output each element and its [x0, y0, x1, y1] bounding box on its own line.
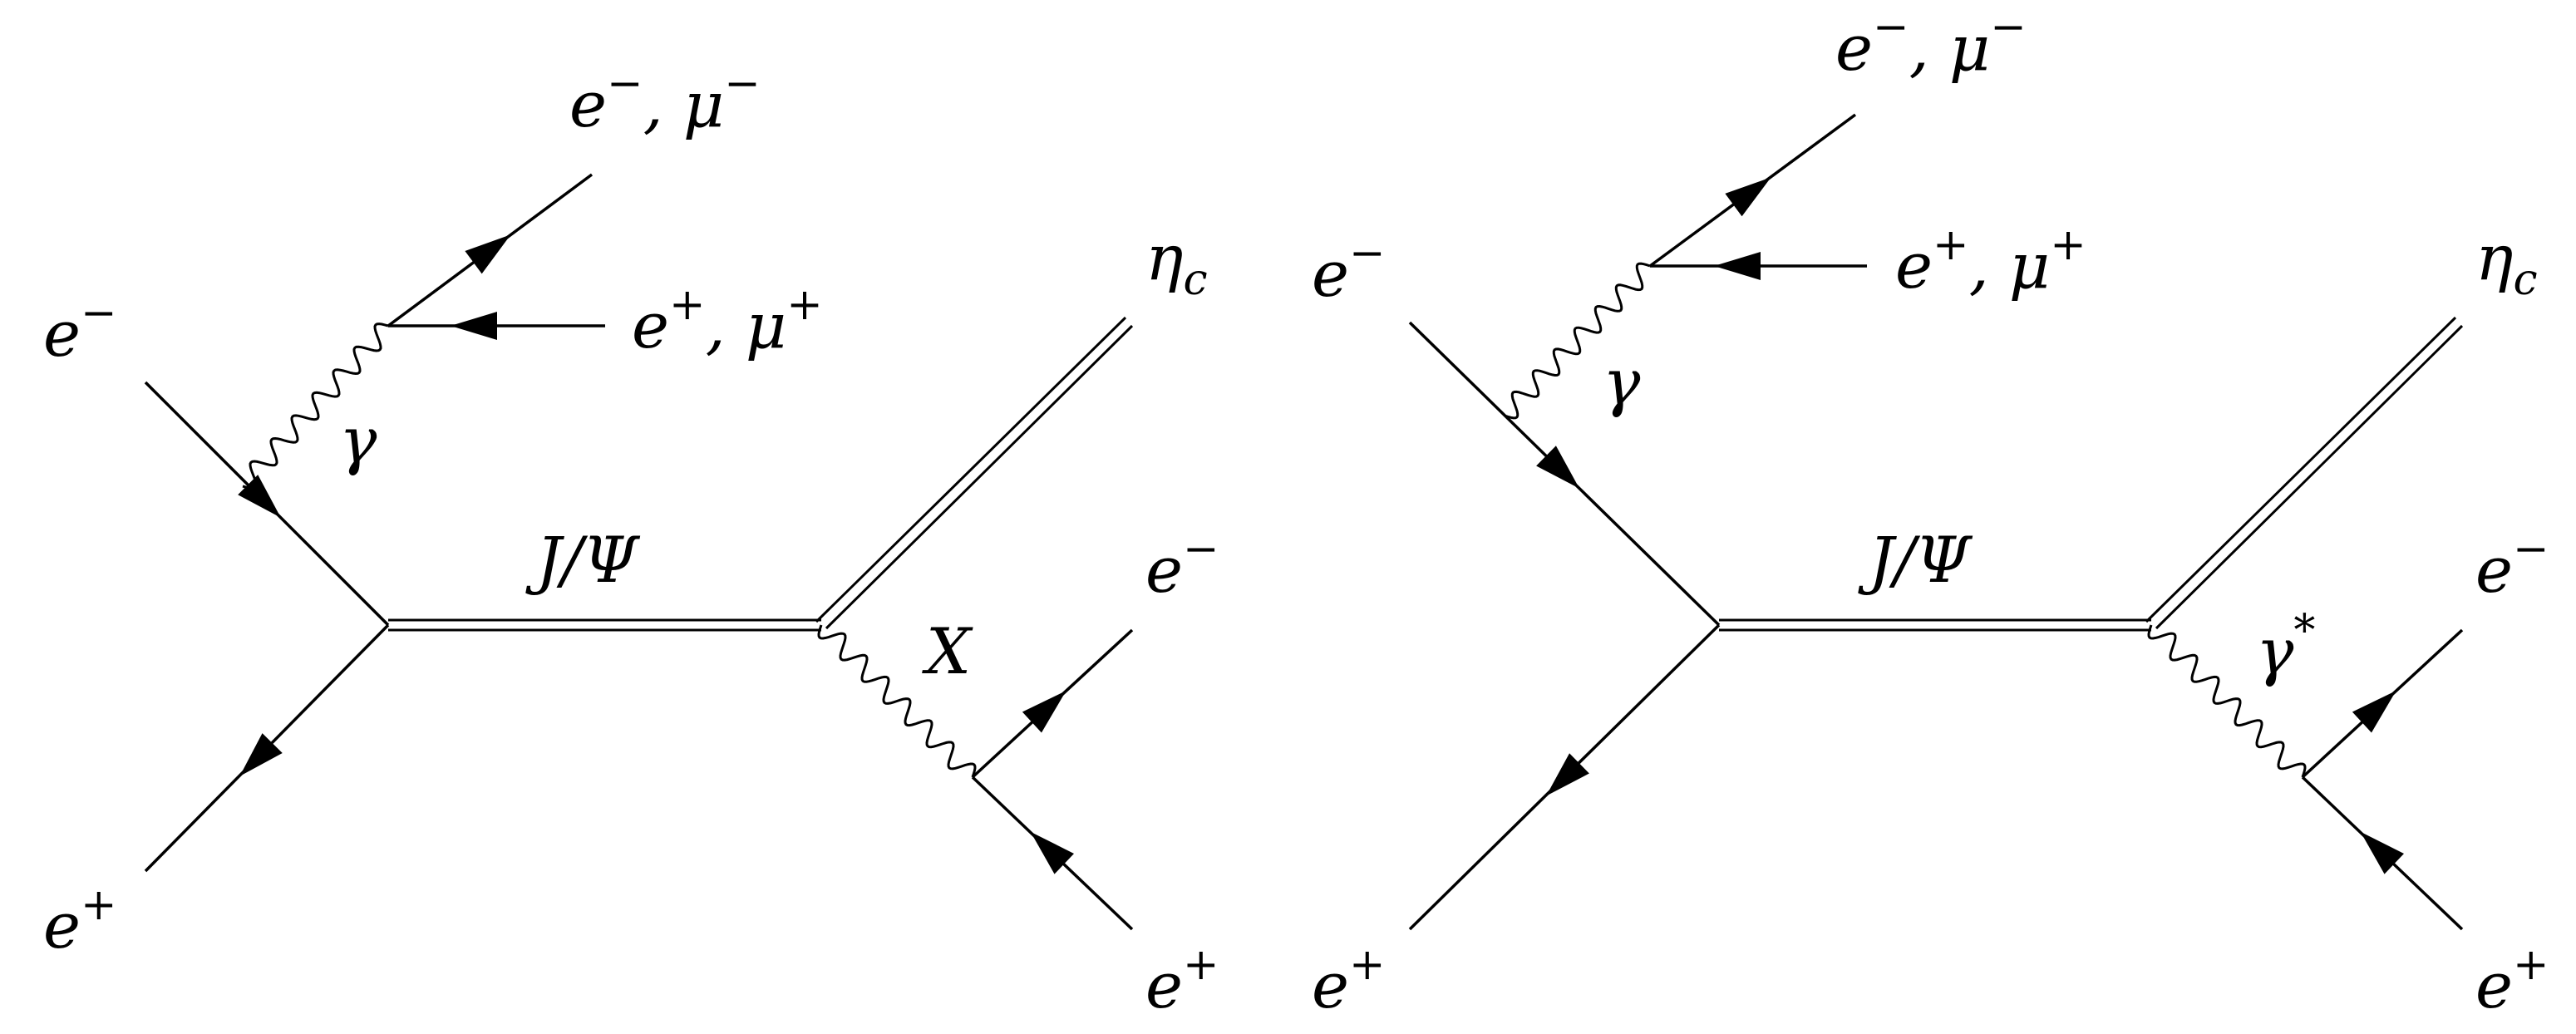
label-jpsi: J/Ψ: [1858, 523, 1973, 597]
arrow-incoming-electron: [238, 475, 281, 518]
diagram-right: e− e+ e−, μ− e+, μ+ γ J/Ψ ηc γ* e− e+: [1312, 2, 2549, 1022]
label-e-minus-in: e−: [43, 288, 117, 371]
arrow-outgoing-electron: [2352, 691, 2396, 733]
eta-c-line-b: [2155, 324, 2464, 630]
diagram-left: e− e+ e−, μ− e+, μ+ γ J/Ψ ηc X e− e+: [43, 59, 1219, 1022]
photon-wavy-line: [1504, 262, 1651, 420]
arrow-outgoing-positron: [2360, 831, 2405, 874]
arrow-lepton-plus: [451, 312, 497, 340]
label-mediator-x: X: [922, 614, 973, 688]
arrow-lepton-minus: [1725, 177, 1771, 217]
label-e-plus-out: e+: [1145, 940, 1219, 1022]
arrows: [238, 234, 1075, 874]
arrow-incoming-positron: [239, 733, 283, 776]
propagators: [144, 173, 1134, 931]
label-photon: γ: [1603, 345, 1641, 419]
mediator-x-wavy-line: [817, 624, 977, 778]
arrow-incoming-electron: [1536, 446, 1580, 489]
label-lepton-minus-out: e−, μ−: [569, 59, 761, 141]
label-e-plus-in: e+: [1312, 940, 1386, 1022]
label-eta-c: ηc: [2475, 220, 2538, 305]
arrow-lepton-plus: [1714, 252, 1761, 280]
label-eta-c: ηc: [1145, 220, 1208, 305]
eta-c-line-b: [825, 324, 1134, 630]
label-lepton-plus-out: e+, μ+: [632, 280, 823, 362]
labels: e− e+ e−, μ− e+, μ+ γ J/Ψ ηc X e− e+: [43, 59, 1219, 1022]
arrow-incoming-positron: [1546, 753, 1589, 796]
arrow-lepton-minus: [465, 234, 511, 274]
eta-c-line-a: [815, 316, 1127, 623]
virtual-photon-wavy-line: [2147, 624, 2307, 778]
label-e-plus-out: e+: [2475, 940, 2549, 1022]
labels: e− e+ e−, μ− e+, μ+ γ J/Ψ ηc γ* e− e+: [1312, 2, 2549, 1022]
label-e-minus-out: e−: [1145, 524, 1219, 607]
label-jpsi: J/Ψ: [525, 523, 641, 597]
label-e-minus-in: e−: [1312, 229, 1386, 311]
label-lepton-plus-out: e+, μ+: [1895, 220, 2086, 303]
label-photon: γ: [339, 403, 377, 477]
label-e-plus-in: e+: [43, 880, 117, 963]
photon-wavy-line: [242, 323, 389, 490]
label-lepton-minus-out: e−, μ−: [1835, 2, 2027, 85]
arrow-outgoing-positron: [1030, 831, 1075, 874]
eta-c-line-a: [2145, 316, 2457, 623]
label-e-minus-out: e−: [2475, 524, 2549, 607]
arrows: [1536, 177, 2405, 874]
arrow-outgoing-electron: [1022, 691, 1066, 733]
label-virtual-photon: γ*: [2256, 606, 2315, 688]
